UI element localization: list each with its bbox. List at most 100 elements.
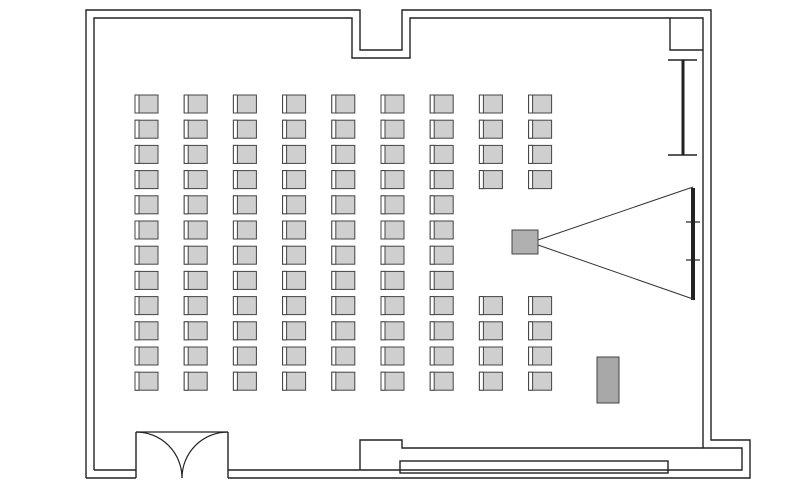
seat [331,170,356,190]
outer-wall [85,9,751,479]
seat [380,119,405,139]
seat [331,321,356,341]
seat [232,195,257,215]
seat [134,195,159,215]
walls [85,9,751,479]
seat [380,245,405,265]
seat [232,170,257,190]
seat [528,371,553,391]
projection-beam [537,186,694,300]
seat [183,195,208,215]
seat [429,195,454,215]
seat [183,170,208,190]
seat [331,346,356,366]
seat [429,170,454,190]
seat [478,321,503,341]
seat [282,94,307,114]
seat [134,220,159,240]
seat [478,170,503,190]
seat [528,170,553,190]
seat [232,371,257,391]
seat [331,270,356,290]
seat [232,346,257,366]
seat [429,144,454,164]
inner-wall [93,17,743,471]
seat [134,321,159,341]
seat [380,220,405,240]
seat [232,119,257,139]
seat [331,245,356,265]
seat [134,346,159,366]
seat [380,270,405,290]
seat [429,270,454,290]
seat [331,119,356,139]
seat [429,321,454,341]
seat [183,94,208,114]
seat [183,296,208,316]
seat [429,346,454,366]
seat [134,119,159,139]
seat [282,144,307,164]
seat [429,220,454,240]
seat [282,119,307,139]
screen-recess [669,18,703,51]
bottom-counter [399,460,669,474]
seat [134,245,159,265]
seat [528,321,553,341]
bottom-alcove [359,439,703,470]
seat [282,296,307,316]
seat [232,94,257,114]
seat [232,321,257,341]
seat [282,346,307,366]
double-door [135,431,229,479]
seat [478,296,503,316]
seat [183,270,208,290]
door-swing-left [135,431,183,479]
seat [478,119,503,139]
seat [380,296,405,316]
seat [528,296,553,316]
door-swing-right [181,431,229,479]
seat [331,371,356,391]
seat [134,270,159,290]
projection-beam-lines [537,186,694,300]
seat [134,296,159,316]
seat [183,245,208,265]
seat [232,296,257,316]
seat [232,270,257,290]
seat [380,321,405,341]
seat [183,220,208,240]
seat [331,94,356,114]
seat [331,296,356,316]
seat [134,144,159,164]
seat [331,195,356,215]
lectern-table [596,356,620,404]
seat [528,119,553,139]
seat [429,94,454,114]
seat [183,144,208,164]
seat [232,245,257,265]
seat [380,346,405,366]
seat [282,245,307,265]
seat [478,371,503,391]
seat [380,195,405,215]
seat [331,220,356,240]
projection-screen [686,188,700,300]
seat [478,94,503,114]
seat [380,170,405,190]
seat [380,144,405,164]
seat [478,144,503,164]
seat [478,346,503,366]
seat [183,346,208,366]
seat [134,170,159,190]
seat [183,321,208,341]
seat [232,144,257,164]
seat [282,321,307,341]
seat [380,371,405,391]
seat [282,170,307,190]
wall-screen [668,59,697,156]
seat [429,119,454,139]
seat [183,119,208,139]
seat [183,371,208,391]
seat [282,371,307,391]
